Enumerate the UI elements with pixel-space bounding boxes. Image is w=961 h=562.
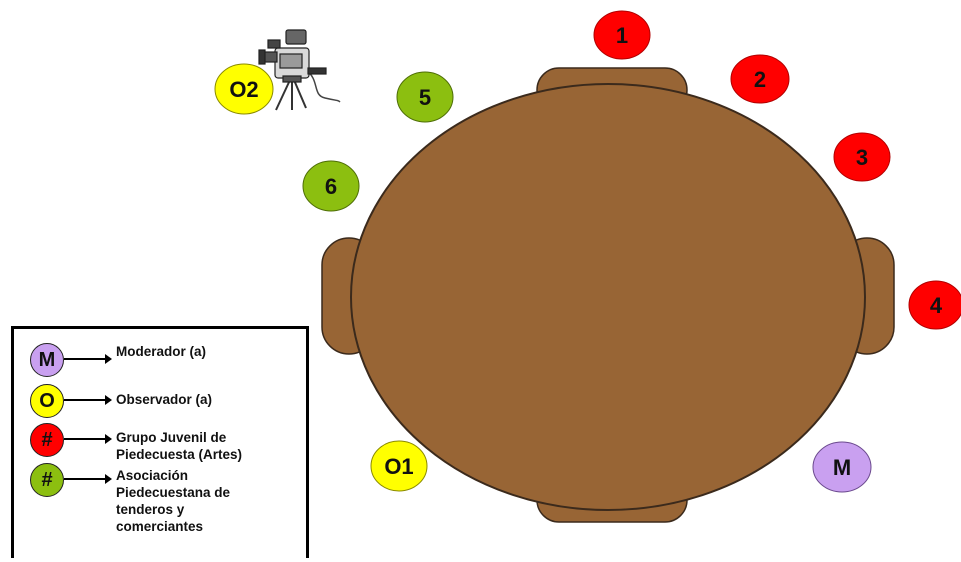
legend-item-grupo-juvenil: # Grupo Juvenil de Piedecuesta (Artes): [30, 423, 242, 463]
seat-o1: O1: [370, 440, 428, 492]
seat-6-label: 6: [325, 174, 337, 199]
arrow-right-icon: [64, 354, 112, 364]
seat-4-label: 4: [930, 293, 943, 318]
seat-m: M: [812, 441, 872, 493]
seat-m-label: M: [833, 455, 851, 480]
seat-o2: O2: [214, 63, 274, 115]
seat-1-label: 1: [616, 23, 628, 48]
legend-badge-observer: O: [30, 384, 64, 418]
video-camera-icon: [258, 29, 341, 111]
arrow-right-icon: [64, 434, 112, 444]
legend-label-grupo-juvenil: Grupo Juvenil de Piedecuesta (Artes): [116, 430, 243, 462]
seat-1: 1: [593, 10, 651, 60]
legend-badge-grupo-juvenil: #: [30, 423, 64, 457]
legend-label-moderator: Moderador (a): [116, 344, 207, 359]
legend-item-observer: O Observador (a): [30, 384, 212, 418]
legend-badge-moderator: M: [30, 343, 64, 377]
seat-5-label: 5: [419, 85, 431, 110]
seat-3: 3: [833, 132, 891, 182]
legend-item-asociacion: # Asociación Piedecuestana de tenderos y…: [30, 463, 230, 535]
legend-label-observer: Observador (a): [116, 392, 213, 407]
legend-badge-asociacion: #: [30, 463, 64, 497]
seat-o1-label: O1: [384, 454, 413, 479]
legend-item-moderator: M Moderador (a): [30, 343, 206, 377]
arrow-right-icon: [64, 395, 112, 405]
legend: M Moderador (a) O Observador (a) # Grupo…: [11, 326, 309, 558]
round-table: [350, 83, 866, 511]
legend-label-asociacion: Asociación Piedecuestana de tenderos y c…: [116, 468, 231, 534]
seat-o2-label: O2: [229, 77, 258, 102]
seat-6: 6: [302, 160, 360, 212]
seat-5: 5: [396, 71, 454, 123]
arrow-right-icon: [64, 474, 112, 484]
seat-2: 2: [730, 54, 790, 104]
seat-4: 4: [908, 280, 961, 330]
seat-3-label: 3: [856, 145, 868, 170]
seat-2-label: 2: [754, 67, 766, 92]
